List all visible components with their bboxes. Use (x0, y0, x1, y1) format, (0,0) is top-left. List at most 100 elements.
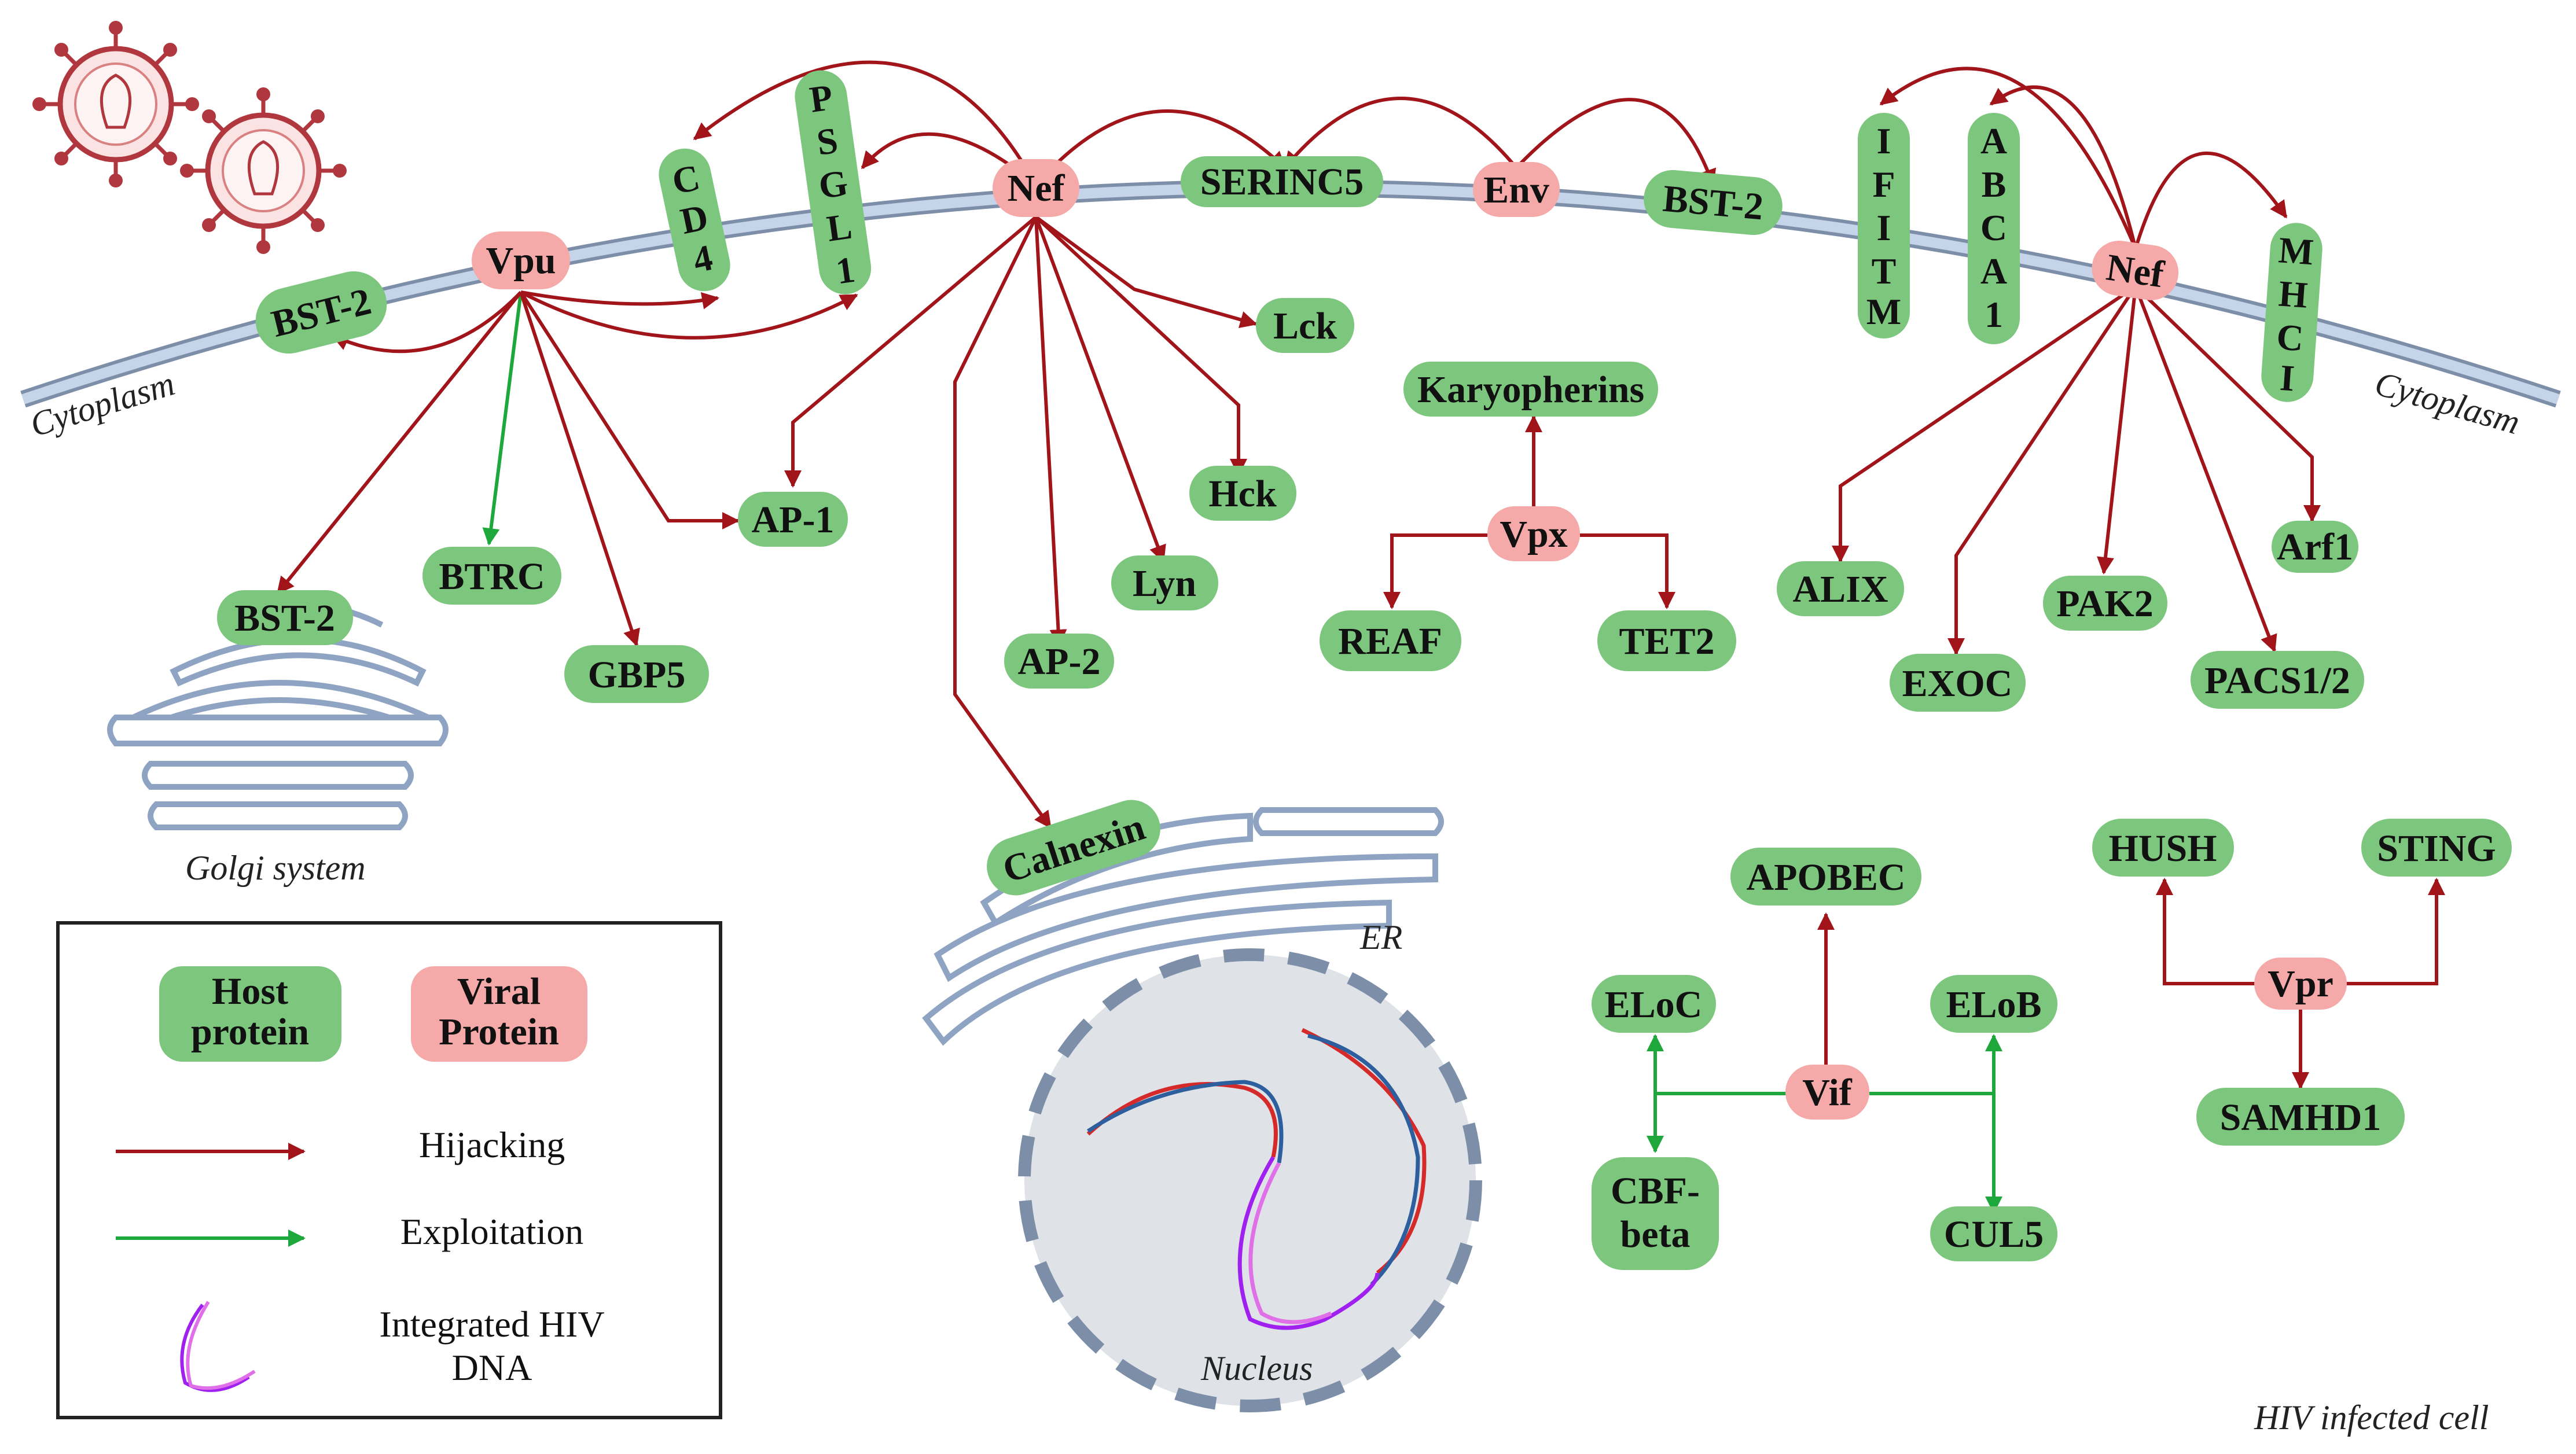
svg-text:T: T (1872, 251, 1897, 292)
svg-text:I: I (1877, 207, 1891, 248)
host-protein-alix: ALIX (1777, 561, 1904, 616)
svg-text:B: B (1982, 164, 2007, 205)
svg-text:STING: STING (2377, 827, 2496, 870)
svg-text:Vpr: Vpr (2268, 963, 2334, 1005)
host-protein-eloc: ELoC (1592, 975, 1716, 1033)
svg-text:CUL5: CUL5 (1944, 1213, 2044, 1256)
nucleus-label: Nucleus (1200, 1349, 1313, 1387)
host-protein-bst2-membrane-right: BST-2 (1644, 170, 1783, 235)
virus-particle-1 (32, 21, 199, 187)
svg-text:A: A (1980, 251, 2007, 292)
svg-text:ELoC: ELoC (1605, 984, 1703, 1026)
legend-viral-protein: Viral Protein (411, 966, 587, 1062)
host-protein-arf1: Arf1 (2272, 521, 2358, 573)
host-protein-gbp5: GBP5 (564, 645, 709, 703)
nucleus (1018, 948, 1482, 1412)
svg-text:H: H (2277, 273, 2309, 315)
svg-text:BST-2: BST-2 (234, 597, 335, 639)
svg-text:Vif: Vif (1802, 1072, 1853, 1114)
svg-text:Viral: Viral (457, 970, 541, 1013)
er-label: ER (1359, 918, 1402, 956)
svg-text:Nef: Nef (2104, 246, 2167, 296)
cell-membrane (20, 179, 2561, 408)
host-protein-mhci: M H C I (2261, 223, 2323, 402)
svg-text:SAMHD1: SAMHD1 (2220, 1096, 2382, 1139)
legend: Host protein Viral Protein Hijacking Exp… (56, 921, 722, 1419)
host-protein-reaf: REAF (1320, 610, 1461, 671)
svg-text:TET2: TET2 (1619, 620, 1714, 662)
cell-label: HIV infected cell (2254, 1398, 2489, 1437)
svg-text:Protein: Protein (439, 1011, 559, 1053)
svg-text:CBF-: CBF- (1611, 1170, 1700, 1212)
svg-text:I: I (1877, 120, 1891, 161)
host-protein-exoc: EXOC (1890, 654, 2026, 712)
svg-text:A: A (1980, 120, 2007, 161)
svg-text:Env: Env (1483, 169, 1549, 211)
svg-text:PAK2: PAK2 (2056, 583, 2153, 625)
svg-text:M: M (1866, 291, 1901, 332)
svg-text:1: 1 (1985, 294, 2003, 335)
svg-text:AP-2: AP-2 (1018, 641, 1101, 683)
host-protein-psgl1: P S G L 1 (795, 70, 872, 295)
svg-text:PACS1/2: PACS1/2 (2204, 660, 2350, 702)
host-protein-pak2: PAK2 (2043, 576, 2167, 631)
golgi-apparatus (107, 602, 449, 830)
svg-text:Arf1: Arf1 (2277, 526, 2353, 568)
svg-text:C: C (1980, 207, 2007, 248)
arrows (276, 60, 2445, 1214)
svg-text:HUSH: HUSH (2108, 827, 2217, 870)
host-protein-btrc: BTRC (422, 547, 561, 605)
viral-protein-vif: Vif (1785, 1065, 1869, 1120)
svg-text:EXOC: EXOC (1902, 662, 2013, 705)
svg-text:I: I (2279, 357, 2296, 399)
viral-protein-vpx: Vpx (1487, 506, 1580, 561)
viral-protein-nef-right: Nef (2092, 241, 2179, 300)
svg-text:ALIX: ALIX (1792, 568, 1888, 610)
svg-text:L: L (824, 205, 854, 249)
svg-text:G: G (816, 162, 850, 207)
host-protein-ifitm: I F I T M (1858, 113, 1910, 338)
golgi-label: Golgi system (185, 849, 366, 887)
host-protein-lck: Lck (1256, 298, 1354, 353)
legend-exploitation-label: Exploitation (400, 1211, 583, 1252)
svg-text:Lyn: Lyn (1133, 562, 1196, 605)
svg-text:Nef: Nef (1008, 167, 1065, 209)
svg-text:Karyopherins: Karyopherins (1417, 369, 1644, 411)
legend-hijacking-label: Hijacking (419, 1124, 565, 1165)
svg-text:Lck: Lck (1273, 305, 1337, 347)
svg-text:beta: beta (1620, 1213, 1691, 1256)
svg-text:APOBEC: APOBEC (1746, 856, 1905, 899)
svg-text:Hck: Hck (1208, 473, 1277, 515)
host-protein-bst2-membrane-left: BST-2 (255, 271, 387, 354)
svg-text:BTRC: BTRC (439, 555, 545, 598)
viral-protein-nef-left: Nef (993, 159, 1079, 217)
virus-particle-2 (180, 87, 347, 254)
svg-text:Vpu: Vpu (486, 240, 556, 282)
host-protein-cbf-beta: CBF- beta (1592, 1157, 1719, 1270)
viral-protein-vpu: Vpu (472, 231, 570, 289)
host-dna (1086, 1028, 1427, 1286)
svg-text:M: M (2277, 229, 2315, 273)
host-protein-cd4: C D 4 (659, 148, 730, 292)
svg-text:SERINC5: SERINC5 (1200, 161, 1364, 203)
host-protein-hck: Hck (1189, 466, 1296, 521)
svg-text:GBP5: GBP5 (588, 654, 686, 696)
host-protein-tet2: TET2 (1597, 610, 1736, 671)
host-protein-lyn: Lyn (1111, 555, 1218, 610)
viral-protein-env: Env (1473, 162, 1560, 217)
host-protein-karyopherins: Karyopherins (1403, 362, 1658, 417)
host-protein-ap1: AP-1 (738, 492, 848, 547)
host-protein-sting: STING (2361, 819, 2512, 877)
host-protein-apobec: APOBEC (1730, 848, 1921, 905)
legend-host-protein: Host protein (159, 966, 341, 1062)
host-protein-ap2: AP-2 (1004, 634, 1114, 689)
host-protein-bst2-golgi: BST-2 (217, 590, 353, 645)
viral-protein-vpr: Vpr (2254, 958, 2347, 1010)
svg-text:REAF: REAF (1338, 620, 1442, 662)
endoplasmic-reticulum (922, 807, 1444, 1046)
svg-text:Vpx: Vpx (1500, 513, 1567, 555)
host-protein-pacs: PACS1/2 (2191, 651, 2364, 709)
svg-text:C: C (2275, 316, 2305, 359)
svg-text:protein: protein (191, 1011, 309, 1053)
